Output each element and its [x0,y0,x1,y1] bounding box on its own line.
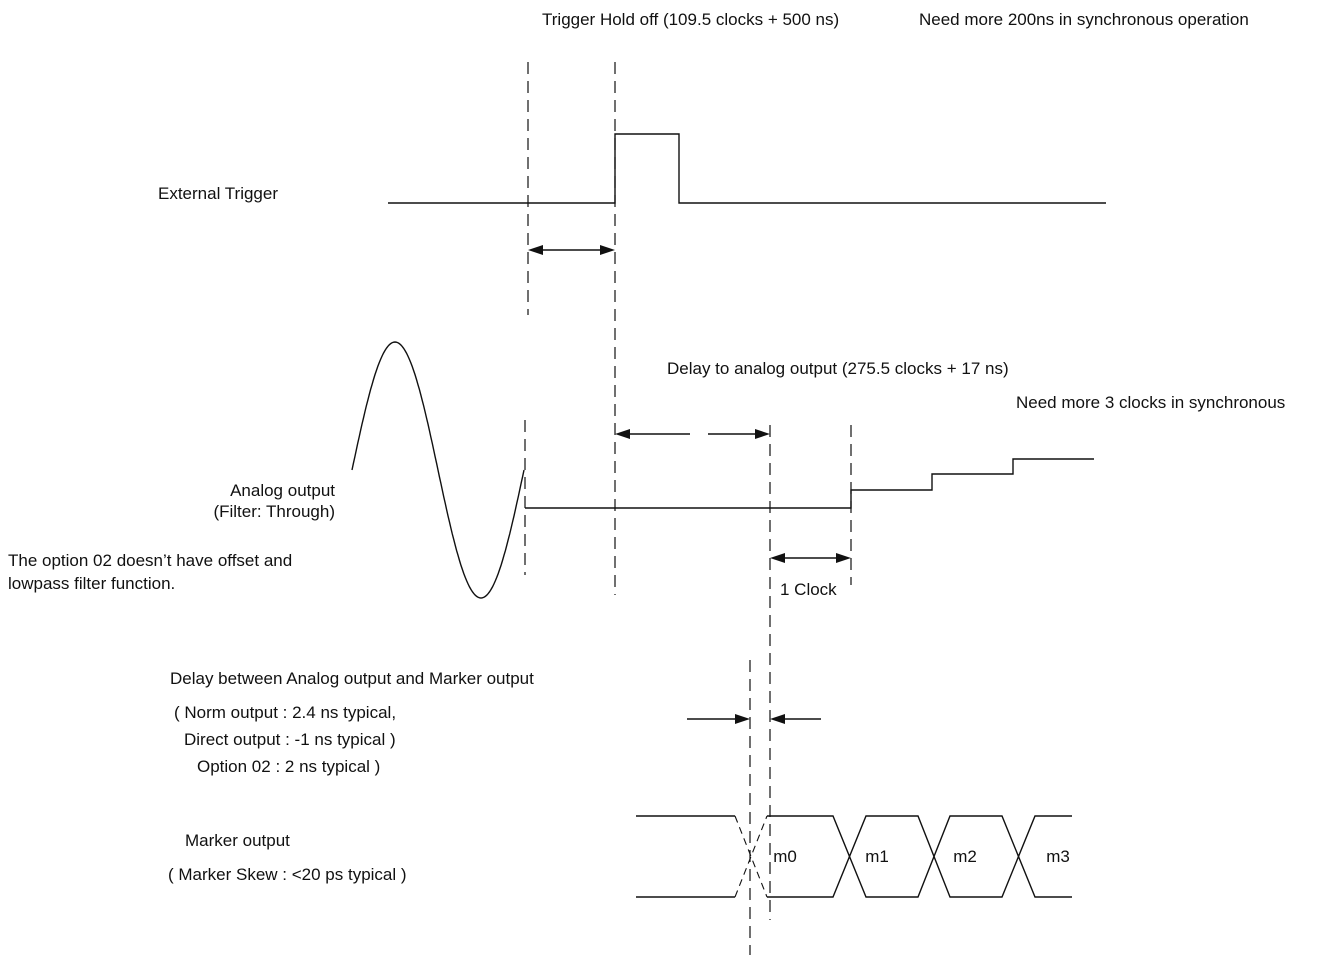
external-trigger-waveform [388,133,1106,204]
norm-output-delay: ( Norm output : 2.4 ns typical, [174,703,396,722]
analog-delay-dimension-arrow [615,429,770,439]
marker-skew-label: ( Marker Skew : <20 ps typical ) [168,865,407,884]
option02-note-line2: lowpass filter function. [8,574,175,593]
analog-delay-label: Delay to analog output (275.5 clocks + 1… [667,359,1009,378]
trigger-hold-off-label: Trigger Hold off (109.5 clocks + 500 ns) [542,10,839,29]
marker-symbol-m3: m3 [1046,847,1070,866]
external-trigger-label: External Trigger [158,184,278,203]
option02-note-line1: The option 02 doesn’t have offset and [8,551,292,570]
hold-off-sync-note: Need more 200ns in synchronous operation [919,10,1249,29]
marker-symbol-m2: m2 [953,847,977,866]
marker-symbol-m0: m0 [773,847,797,866]
direct-output-delay: Direct output : -1 ns typical ) [184,730,396,749]
analog-sync-note: Need more 3 clocks in synchronous [1016,393,1285,412]
marker-output-waveform [636,815,1072,898]
analog-filter-label: (Filter: Through) [213,502,335,521]
marker-delay-title: Delay between Analog output and Marker o… [170,669,534,688]
analog-output-waveform [525,458,1094,509]
analog-sine-waveform [351,341,525,599]
marker-delay-arrows [687,714,821,724]
marker-symbol-m1: m1 [865,847,889,866]
analog-output-label: Analog output [230,481,335,500]
one-clock-dimension-arrow [770,553,851,563]
hold-off-dimension-arrow [528,245,615,255]
option02-delay: Option 02 : 2 ns typical ) [197,757,380,776]
marker-output-label: Marker output [185,831,290,850]
one-clock-label: 1 Clock [780,580,837,599]
